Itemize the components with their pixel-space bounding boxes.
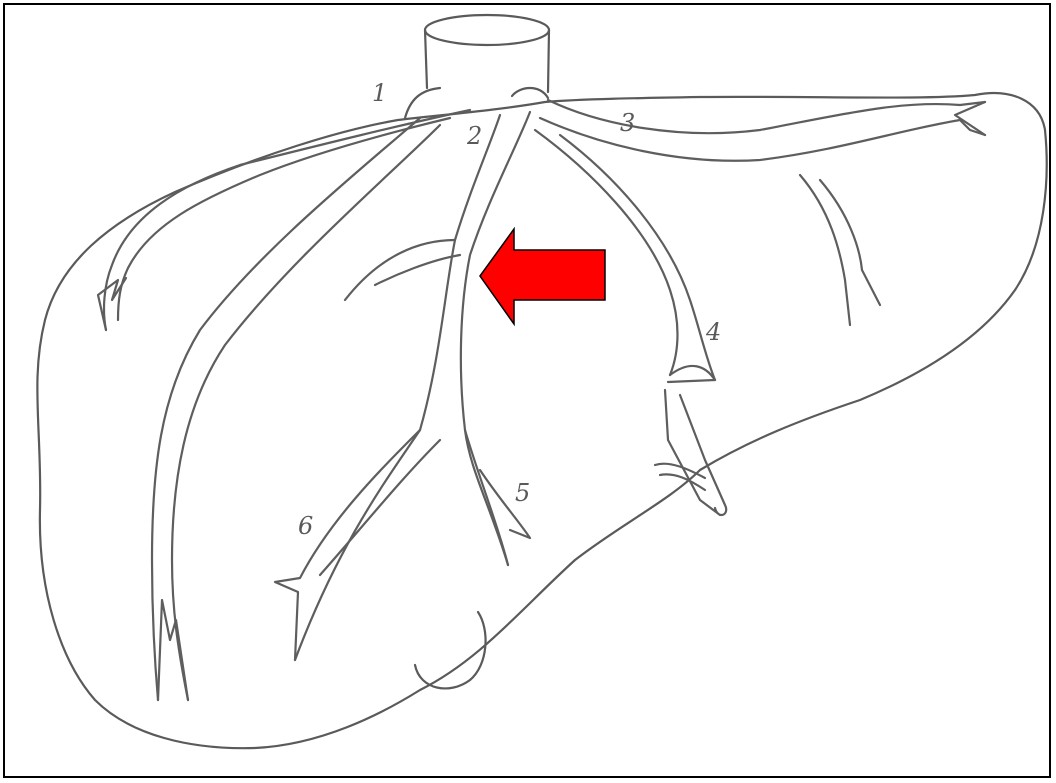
left-hepatic-branch (800, 175, 880, 325)
left-hepatic-vein-lower (540, 118, 985, 161)
label-4: 4 (705, 318, 721, 346)
middle-hepatic-vein-left (295, 115, 500, 660)
right-hepatic-vein-upper (104, 110, 470, 330)
label-3: 3 (620, 109, 635, 137)
label-6: 6 (298, 512, 313, 540)
right-posterior-vein-inner (172, 125, 440, 700)
segment-4-loop (668, 366, 715, 382)
middle-hepatic-branch-upper (345, 240, 460, 300)
ivc-left-wall (425, 30, 427, 88)
gallbladder-outline (415, 612, 486, 688)
right-hepatic-vein-inner (118, 118, 450, 320)
arrow-left-icon (480, 229, 605, 324)
right-posterior-vein-tip (158, 600, 188, 700)
label-1: 1 (372, 79, 387, 107)
liver-outline (37, 93, 1046, 748)
ivc-base-left (405, 88, 440, 118)
right-hepatic-tip (98, 278, 126, 330)
right-posterior-vein-outer (152, 118, 420, 700)
middle-hepatic-branch-6-inner (320, 440, 440, 575)
ivc-top-ellipse (425, 15, 549, 45)
label-2: 2 (466, 122, 482, 150)
ivc-base-right (512, 88, 548, 98)
ligament-teres (665, 390, 726, 515)
label-5: 5 (515, 479, 530, 507)
ivc-right-wall (548, 30, 549, 92)
